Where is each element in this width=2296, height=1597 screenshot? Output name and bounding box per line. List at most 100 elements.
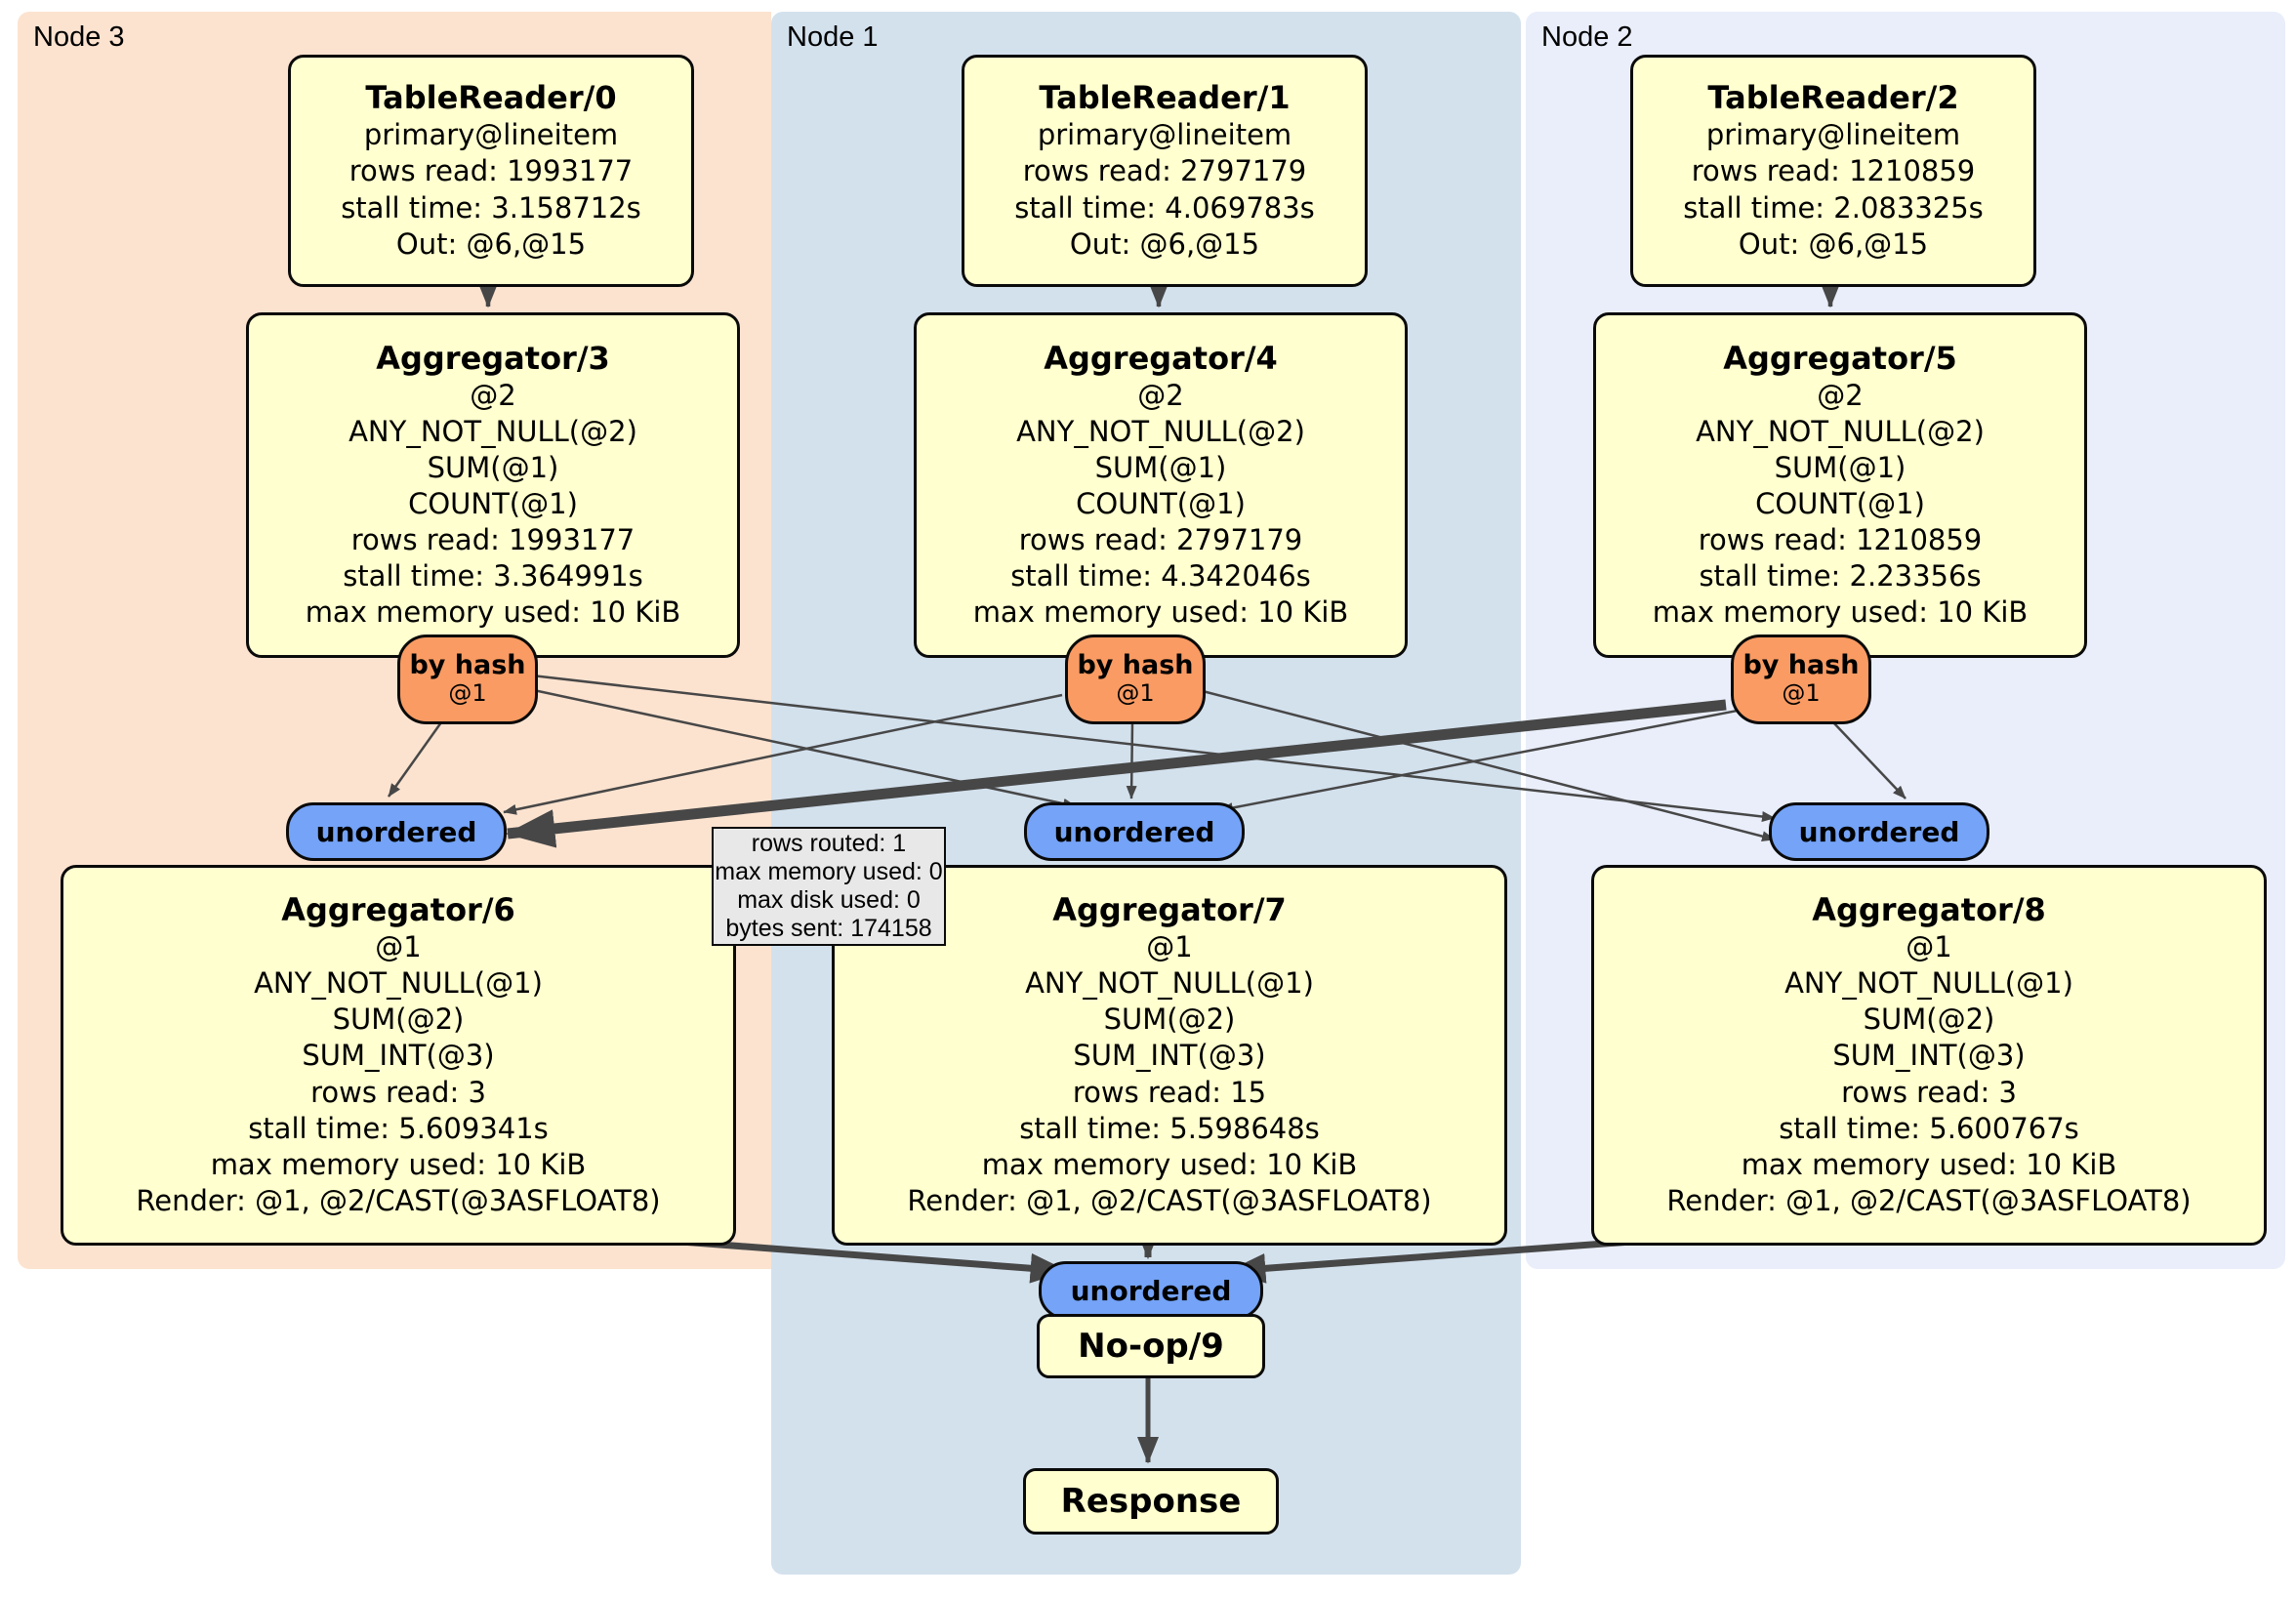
processor-detail: SUM_INT(@3) — [302, 1039, 495, 1073]
processor-detail: stall time: 3.364991s — [343, 559, 643, 594]
processor-detail: rows read: 1993177 — [348, 154, 634, 188]
router-detail: @1 — [1782, 679, 1821, 708]
processor-detail: stall time: 2.23356s — [1699, 559, 1982, 594]
processor-detail: stall time: 5.609341s — [248, 1111, 549, 1145]
processor-detail: SUM(@1) — [1774, 450, 1906, 484]
router-detail: @1 — [448, 679, 487, 708]
processor-tablereader-1: TableReader/1 primary@lineitem rows read… — [962, 55, 1368, 287]
processor-detail: SUM(@2) — [1863, 1003, 1995, 1037]
processor-detail: Render: @1, @2/CAST(@3ASFLOAT8) — [1666, 1183, 2192, 1217]
processor-title: No-op/9 — [1078, 1327, 1224, 1366]
processor-detail: stall time: 5.598648s — [1019, 1111, 1320, 1145]
panel-label-node-2: Node 2 — [1541, 21, 1633, 53]
processor-detail: rows read: 2797179 — [1022, 154, 1307, 188]
processor-detail: @2 — [1817, 378, 1864, 412]
processor-detail: max memory used: 10 KiB — [1652, 595, 2029, 630]
processor-detail: @1 — [1146, 930, 1193, 964]
processor-detail: @2 — [1137, 378, 1184, 412]
processor-tablereader-2: TableReader/2 primary@lineitem rows read… — [1630, 55, 2036, 287]
processor-title: Aggregator/4 — [1044, 339, 1278, 377]
processor-detail: SUM(@1) — [1094, 450, 1227, 484]
sync-unordered-final: unordered — [1039, 1261, 1263, 1320]
processor-detail: SUM(@2) — [1103, 1003, 1236, 1037]
processor-detail: stall time: 3.158712s — [341, 190, 641, 225]
tooltip-line: rows routed: 1 — [751, 830, 907, 857]
processor-detail: SUM_INT(@3) — [1832, 1039, 2026, 1073]
processor-detail: ANY_NOT_NULL(@1) — [1025, 966, 1314, 1001]
processor-detail: stall time: 2.083325s — [1683, 190, 1984, 225]
processor-detail: SUM_INT(@3) — [1073, 1039, 1266, 1073]
processor-detail: primary@lineitem — [1037, 118, 1292, 152]
router-by-hash-node3: by hash @1 — [397, 635, 538, 724]
processor-detail: Out: @6,@15 — [395, 226, 587, 261]
router-by-hash-node2: by hash @1 — [1731, 635, 1871, 724]
processor-detail: max memory used: 10 KiB — [1741, 1147, 2117, 1181]
processor-detail: COUNT(@1) — [1076, 486, 1246, 520]
router-label: by hash — [409, 650, 526, 681]
processor-detail: Render: @1, @2/CAST(@3ASFLOAT8) — [907, 1183, 1432, 1217]
sync-label: unordered — [1070, 1274, 1232, 1307]
processor-detail: ANY_NOT_NULL(@2) — [348, 414, 637, 448]
processor-detail: max memory used: 10 KiB — [210, 1147, 587, 1181]
processor-detail: ANY_NOT_NULL(@2) — [1696, 414, 1985, 448]
processor-detail: @1 — [375, 930, 422, 964]
processor-detail: Render: @1, @2/CAST(@3ASFLOAT8) — [136, 1183, 661, 1217]
processor-detail: @2 — [470, 378, 516, 412]
tooltip-line: max memory used: 0 — [715, 858, 943, 885]
processor-detail: rows read: 3 — [1841, 1075, 2017, 1109]
processor-detail: COUNT(@1) — [408, 486, 578, 520]
processor-title: Aggregator/3 — [376, 339, 610, 377]
processor-title: Response — [1060, 1482, 1242, 1521]
processor-title: Aggregator/5 — [1723, 339, 1957, 377]
processor-aggregator-5: Aggregator/5 @2 ANY_NOT_NULL(@2) SUM(@1)… — [1593, 312, 2087, 658]
processor-detail: max memory used: 10 KiB — [972, 595, 1349, 630]
processor-detail: stall time: 4.342046s — [1010, 559, 1311, 594]
processor-detail: Out: @6,@15 — [1738, 226, 1929, 261]
processor-detail: ANY_NOT_NULL(@2) — [1016, 414, 1305, 448]
processor-detail: rows read: 2797179 — [1018, 523, 1303, 557]
processor-detail: SUM(@2) — [332, 1003, 465, 1037]
tooltip-line: bytes sent: 174158 — [725, 915, 932, 942]
processor-detail: primary@lineitem — [363, 118, 619, 152]
sync-label: unordered — [315, 815, 477, 848]
processor-aggregator-4: Aggregator/4 @2 ANY_NOT_NULL(@2) SUM(@1)… — [914, 312, 1408, 658]
sync-label: unordered — [1798, 815, 1960, 848]
tooltip-line: max disk used: 0 — [737, 886, 921, 914]
panel-label-node-3: Node 3 — [33, 21, 125, 53]
sync-unordered-node2: unordered — [1769, 802, 1989, 861]
processor-tablereader-0: TableReader/0 primary@lineitem rows read… — [288, 55, 694, 287]
processor-detail: ANY_NOT_NULL(@1) — [254, 966, 543, 1001]
processor-detail: stall time: 4.069783s — [1014, 190, 1315, 225]
processor-title: TableReader/2 — [1707, 79, 1959, 117]
sync-unordered-node1: unordered — [1024, 802, 1245, 861]
processor-detail: rows read: 15 — [1072, 1075, 1267, 1109]
processor-aggregator-6: Aggregator/6 @1 ANY_NOT_NULL(@1) SUM(@2)… — [61, 865, 736, 1246]
processor-title: Aggregator/6 — [281, 891, 515, 929]
processor-detail: @1 — [1906, 930, 1952, 964]
processor-detail: rows read: 1993177 — [350, 523, 636, 557]
processor-detail: stall time: 5.600767s — [1779, 1111, 2079, 1145]
processor-aggregator-8: Aggregator/8 @1 ANY_NOT_NULL(@1) SUM(@2)… — [1591, 865, 2267, 1246]
processor-title: TableReader/0 — [365, 79, 617, 117]
processor-detail: max memory used: 10 KiB — [981, 1147, 1358, 1181]
processor-detail: primary@lineitem — [1705, 118, 1961, 152]
processor-response: Response — [1023, 1468, 1279, 1535]
processor-detail: rows read: 1210859 — [1698, 523, 1983, 557]
processor-detail: rows read: 3 — [310, 1075, 486, 1109]
sync-unordered-node3: unordered — [286, 802, 507, 861]
router-label: by hash — [1077, 650, 1194, 681]
processor-detail: SUM(@1) — [427, 450, 559, 484]
processor-aggregator-7: Aggregator/7 @1 ANY_NOT_NULL(@1) SUM(@2)… — [832, 865, 1507, 1246]
processor-title: TableReader/1 — [1039, 79, 1291, 117]
processor-detail: max memory used: 10 KiB — [305, 595, 681, 630]
processor-aggregator-3: Aggregator/3 @2 ANY_NOT_NULL(@2) SUM(@1)… — [246, 312, 740, 658]
stream-stats-tooltip: rows routed: 1 max memory used: 0 max di… — [712, 827, 946, 946]
processor-title: Aggregator/7 — [1052, 891, 1287, 929]
processor-detail: Out: @6,@15 — [1069, 226, 1260, 261]
processor-detail: rows read: 1210859 — [1691, 154, 1976, 188]
sync-label: unordered — [1053, 815, 1215, 848]
router-by-hash-node1: by hash @1 — [1065, 635, 1206, 724]
processor-noop-9: No-op/9 — [1037, 1314, 1265, 1378]
processor-detail: COUNT(@1) — [1755, 486, 1925, 520]
